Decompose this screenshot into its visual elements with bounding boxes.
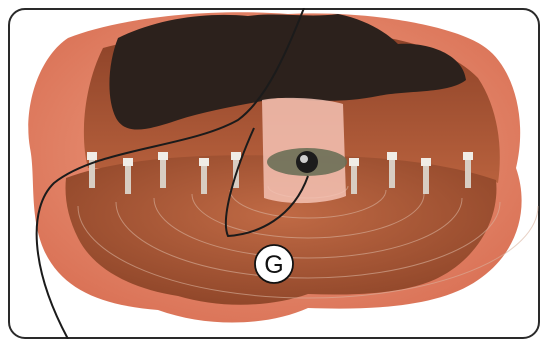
center-sensor <box>267 148 347 176</box>
callout-label: G <box>264 251 283 279</box>
label-circle: G <box>255 245 293 283</box>
illustration: G <box>8 8 540 339</box>
image-frame: G <box>8 8 540 339</box>
